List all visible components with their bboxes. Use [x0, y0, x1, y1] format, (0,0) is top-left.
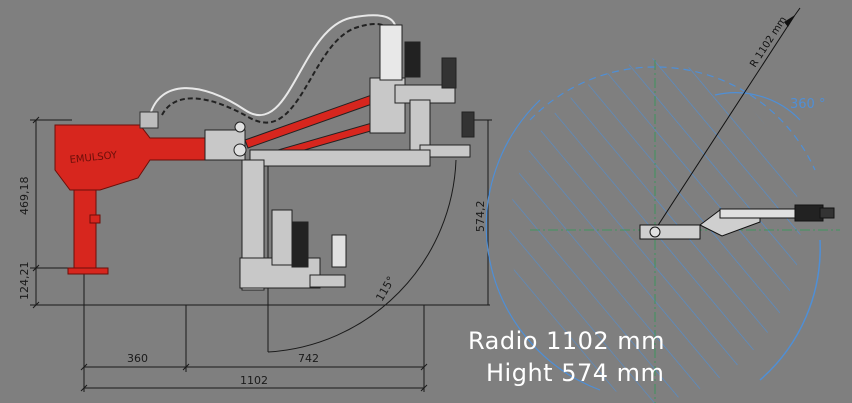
rotation-label: 360 ° [790, 97, 825, 112]
tick [420, 363, 428, 371]
lower-tool-clamp [309, 274, 346, 288]
top-view [485, 7, 840, 403]
upper-tool [379, 24, 403, 81]
base-column [73, 189, 97, 269]
sweep-outline-right [759, 239, 821, 381]
hose-dashed [161, 23, 390, 124]
tick [32, 264, 40, 272]
base-knob [89, 214, 101, 224]
radius-label: R 1102 mm [748, 15, 789, 70]
dim-angle-swing: 115° [373, 274, 398, 303]
dim-height-right: 574,2 [474, 201, 487, 233]
radius-line [654, 14, 796, 231]
top-pivot [649, 226, 661, 238]
tick [80, 363, 88, 371]
top-arm [639, 204, 835, 240]
red-base [54, 111, 206, 275]
dim-width-total: 1102 [240, 374, 268, 387]
horizontal-arm [249, 149, 431, 167]
top-arm-handle [819, 207, 835, 219]
tick [420, 384, 428, 392]
sweep-outline-left [485, 99, 601, 391]
hose-solid [149, 14, 398, 117]
sweep-outline-top [529, 66, 816, 171]
air-hose [149, 14, 398, 124]
tool-handle-right [461, 111, 475, 138]
radius-arrowhead [784, 15, 795, 27]
pivot-joint [233, 143, 247, 157]
base-plate [67, 267, 109, 275]
upper-tool-motor [404, 41, 421, 78]
swing-arc [267, 159, 457, 353]
hose-fitting [139, 111, 159, 129]
dim-height-upper: 469,18 [18, 177, 31, 216]
lower-tool-motor [291, 221, 309, 268]
tick [80, 384, 88, 392]
lower-tool-body [271, 209, 293, 266]
brand-label: EMULSOY [69, 150, 118, 166]
dim-width-reach: 742 [298, 352, 319, 365]
dim-height-lower: 124,21 [18, 262, 31, 301]
pivot-joint-upper [234, 121, 246, 133]
top-arm-tool [794, 204, 824, 222]
arm-mechanism [204, 24, 475, 291]
red-arm-head [54, 124, 206, 191]
top-arm-segment-1 [639, 224, 701, 240]
sweep-area-left [509, 58, 655, 403]
rotation-arc [714, 92, 801, 121]
caption-radius: Radio 1102 mm [468, 327, 666, 355]
lower-tool-handle [331, 234, 347, 268]
caption-height: Hight 574 mm [486, 359, 665, 387]
dim-width-base: 360 [127, 352, 148, 365]
tool-handle [441, 57, 457, 89]
radius-leader [794, 7, 801, 16]
tick [32, 116, 40, 124]
tick [182, 363, 190, 371]
